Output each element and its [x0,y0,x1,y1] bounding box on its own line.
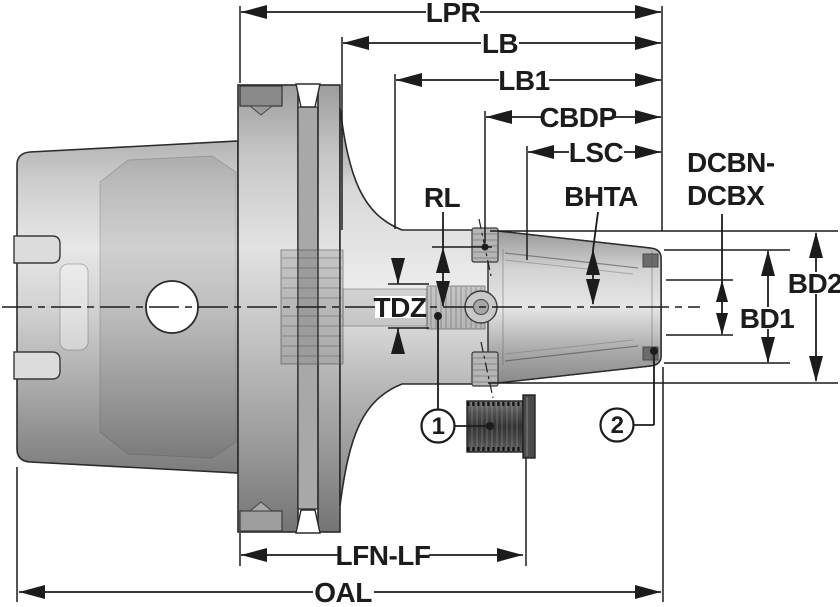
dim-label-lpr: LPR [426,0,481,28]
drive-slot-top [13,235,61,264]
dim-label-tdz: TDZ [374,292,427,323]
callout-2-target-dot [650,347,658,355]
dim-label-bd1: BD1 [740,303,795,334]
callout-1-screw-dot [486,422,494,430]
drive-slot-bottom [13,351,61,380]
dim-label-lb1: LB1 [498,65,549,96]
v-notch-bottom [295,509,321,534]
pull-thread-hatch [282,257,342,357]
nose-seal-top [642,253,659,268]
dim-label-bd2: BD2 [788,268,840,299]
screw-head-flange [522,394,536,459]
flange [237,83,341,534]
toolholder-body [13,83,662,534]
callout-1: 1 [420,312,494,444]
collet-nose [487,229,662,385]
dim-label-bhta: BHTA [564,181,638,212]
dim-label-cbdp: CBDP [539,102,616,133]
collet-contour-bottom-2 [504,339,634,355]
dim-label-lb: LB [482,28,518,59]
dim-label-lfn-lf: LFN-LF [336,540,431,571]
extension-lines [16,6,838,602]
dim-label-dcbn: DCBN- [687,147,775,178]
dim-label-rl: RL [424,182,461,213]
collet-contour-bottom-1 [504,345,639,362]
callout-2: 2 [599,347,658,443]
set-screw-bottom [471,341,499,399]
flange-key-chamfer-bottom [248,501,274,512]
dim-label-dcbx: DCBX [687,180,765,211]
dim-label-oal: OAL [314,577,372,607]
cbdp-point-dot [481,243,489,251]
dim-label-lsc: LSC [569,137,624,168]
dimension-labels: LPR LB LB1 CBDP LSC DCBN- DCBX RL BHTA T… [313,0,840,607]
callout-1-label: 1 [432,413,445,440]
v-notch-top [295,83,321,108]
set-screw-bottom-axis [480,341,494,399]
collet-contour-top-2 [504,259,634,275]
callout-1-target-dot [434,312,442,320]
callout-1-balloon [420,408,456,444]
callout-2-label: 2 [611,412,624,439]
flange-key-chamfer-top [248,105,274,116]
coolant-screw-item [466,394,536,459]
flange-key-slot-top [239,85,283,107]
callout-2-balloon [599,407,635,443]
flange-key-slot-bottom [239,510,283,532]
